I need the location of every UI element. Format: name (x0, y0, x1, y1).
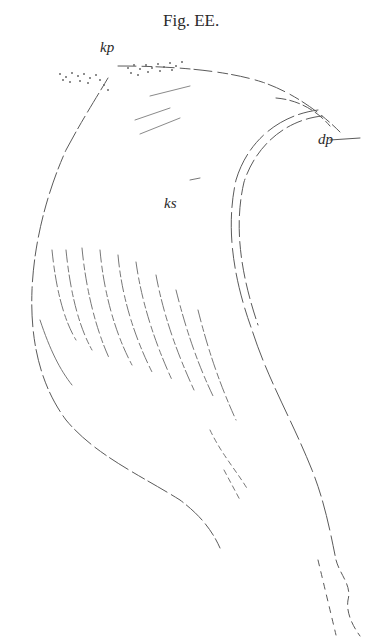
part-label: kp (100, 40, 114, 55)
figure-title: Fig. EE. (163, 12, 219, 29)
part-label: ks (164, 196, 177, 211)
part-label: dp (318, 132, 333, 147)
stippled-region (59, 61, 183, 91)
outline-lines (32, 66, 360, 636)
